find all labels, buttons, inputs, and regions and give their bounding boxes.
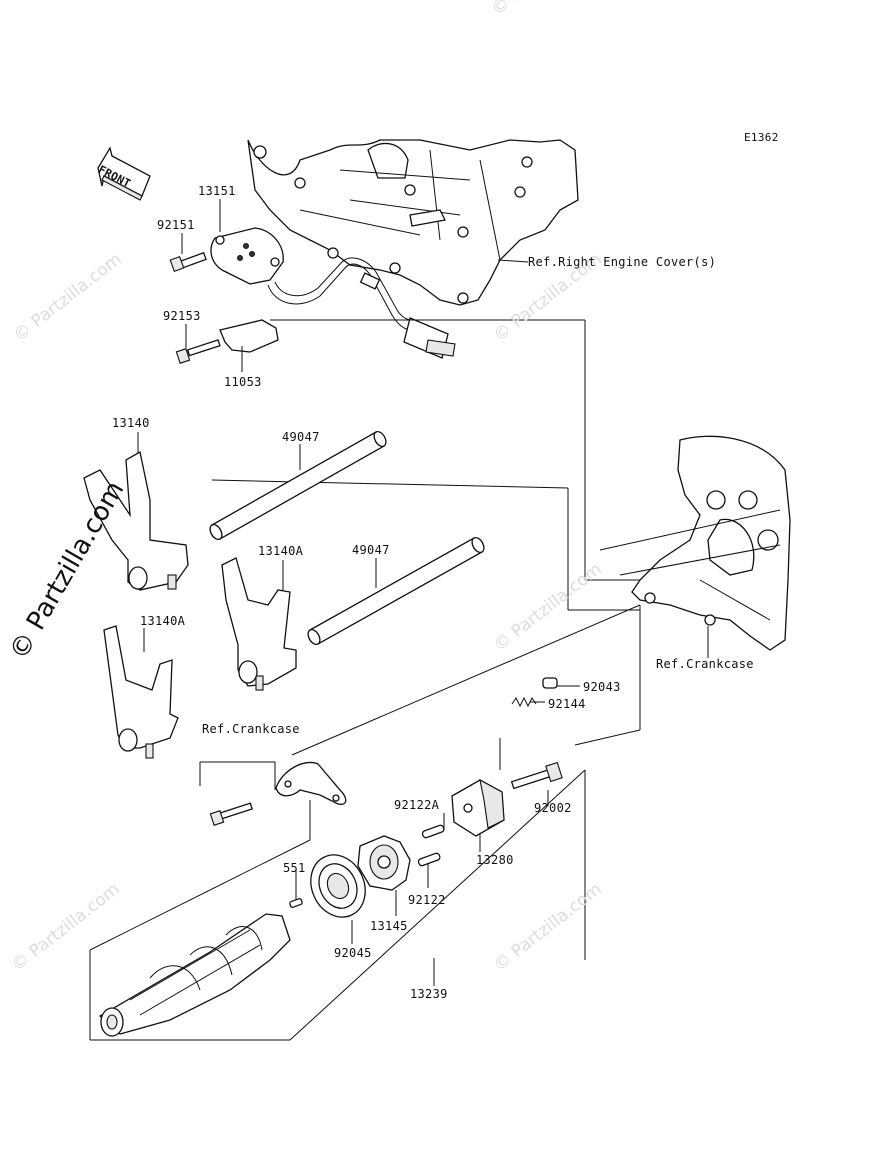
engine-cover-drawing (247, 139, 579, 306)
part-label-13239[interactable]: 13239 (410, 987, 448, 1001)
part-label-13140A-mid[interactable]: 13140A (258, 544, 304, 558)
part-label-49047-top[interactable]: 49047 (282, 430, 320, 444)
pin-551-drawing (289, 898, 303, 908)
guide-bracket-drawing (209, 761, 347, 826)
shift-fork-13140A-low-drawing (103, 625, 179, 759)
part-label-92002[interactable]: 92002 (534, 801, 572, 815)
crankcase-drawing (599, 435, 791, 651)
shift-rod-top-drawing (209, 430, 387, 541)
part-label-13145[interactable]: 13145 (370, 919, 408, 933)
diagram-id: E1362 (744, 131, 779, 144)
bolt-92151-drawing (169, 251, 207, 273)
part-label-551[interactable]: 551 (283, 861, 306, 875)
bearing-92045-drawing (310, 854, 366, 918)
part-label-92045[interactable]: 92045 (334, 946, 372, 960)
part-label-13140[interactable]: 13140 (112, 416, 150, 430)
part-label-92144[interactable]: 92144 (548, 697, 586, 711)
part-label-13151[interactable]: 13151 (198, 184, 236, 198)
part-label-11053[interactable]: 11053 (224, 375, 262, 389)
ref-crankcase-right: Ref.Crankcase (656, 657, 754, 671)
detent-92043-drawing (542, 677, 558, 689)
part-label-92122A[interactable]: 92122A (394, 798, 440, 812)
spring-92144-drawing (511, 696, 537, 708)
part-label-92153[interactable]: 92153 (163, 309, 201, 323)
shift-drum-13239-drawing (98, 913, 291, 1037)
bolt-92002-drawing (510, 761, 563, 790)
cam-plate-13145-drawing (357, 835, 411, 891)
part-label-49047-mid[interactable]: 49047 (352, 543, 390, 557)
part-label-13280[interactable]: 13280 (476, 853, 514, 867)
part-label-92122[interactable]: 92122 (408, 893, 446, 907)
sensor-cable-drawing (267, 257, 456, 359)
shift-fork-13140A-mid-drawing (221, 557, 297, 691)
front-arrow-icon (97, 146, 151, 201)
part-label-92151[interactable]: 92151 (157, 218, 195, 232)
holder-13280-drawing (451, 778, 505, 837)
leader-lines (137, 199, 709, 986)
sensor-13151-drawing (210, 227, 284, 285)
shift-rod-mid-drawing (307, 536, 485, 646)
bracket-11053-drawing (175, 319, 279, 364)
ref-right-engine-cover: Ref.Right Engine Cover(s) (528, 255, 717, 269)
shift-fork-13140-drawing (83, 450, 189, 591)
ref-crankcase-left: Ref.Crankcase (202, 722, 300, 736)
group-lines (89, 319, 660, 1041)
pin-92122A-drawing (421, 824, 445, 839)
part-label-13140A-low[interactable]: 13140A (140, 614, 186, 628)
part-label-92043[interactable]: 92043 (583, 680, 621, 694)
pin-92122-drawing (417, 852, 441, 867)
